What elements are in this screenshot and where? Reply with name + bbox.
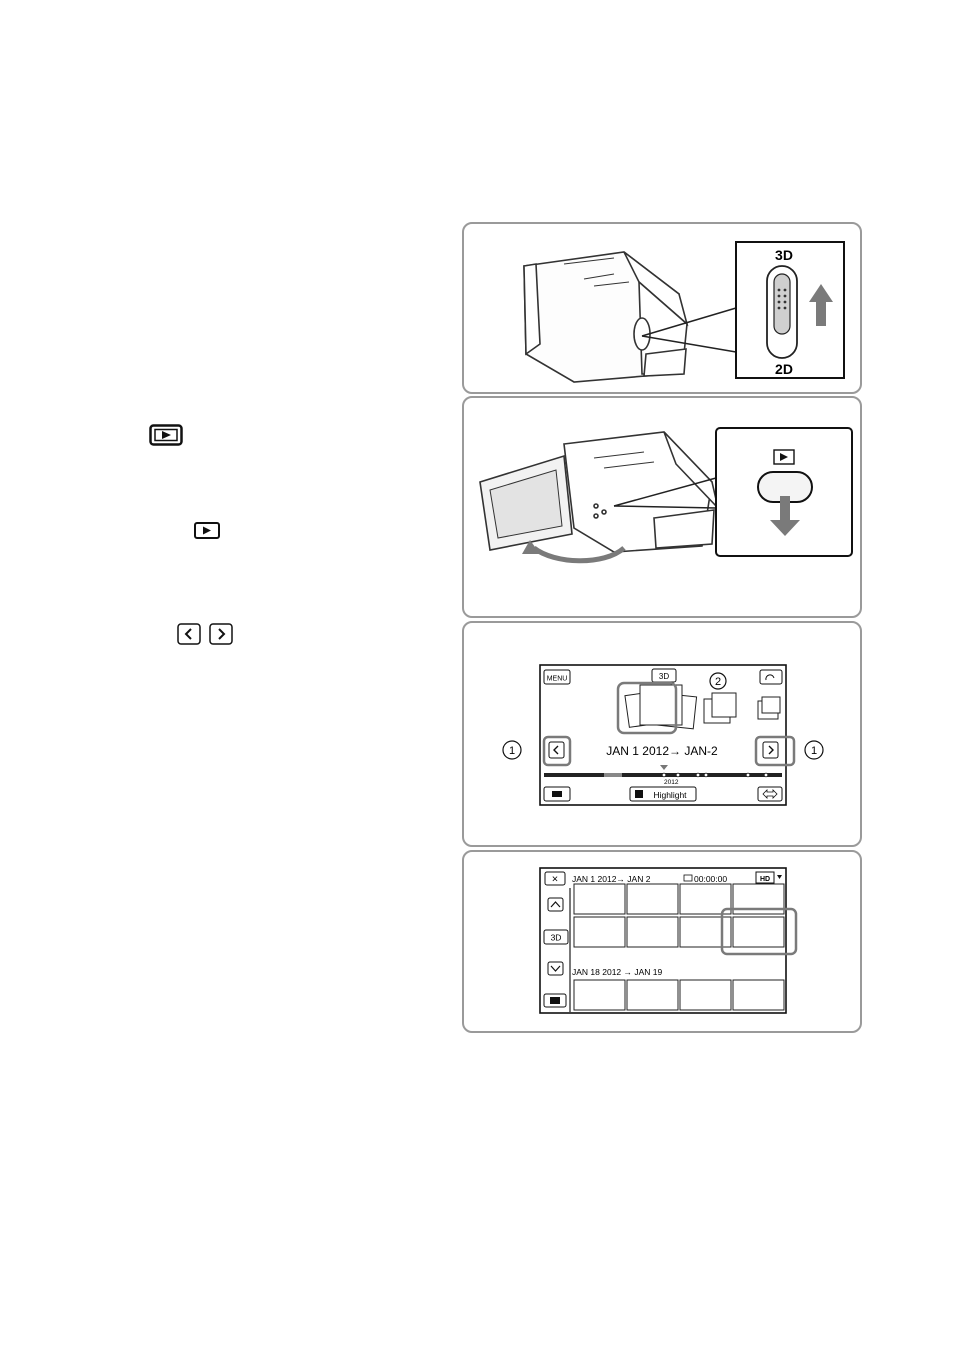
scroll-up-button[interactable]	[548, 898, 563, 911]
close-label: ×	[552, 874, 558, 886]
callout-2-label: 2	[715, 676, 721, 688]
highlight-label: Highlight	[653, 790, 687, 800]
playback-mode-button[interactable]	[544, 787, 570, 801]
quality-label: HD	[760, 876, 770, 883]
playback-mode-button-index[interactable]	[544, 994, 566, 1007]
play-button-icon	[149, 424, 183, 446]
switch-2d-label: 2D	[775, 361, 793, 377]
highlight-button[interactable]: Highlight	[630, 787, 696, 801]
step2-figure-panel	[462, 396, 862, 618]
scrollbar[interactable]	[569, 888, 571, 1012]
callout-2: 2	[710, 673, 726, 689]
camcorder-switch-illustration: 3D 2D	[464, 224, 862, 394]
3d-mode-label-index: 3D	[551, 933, 562, 943]
index-screen: × JAN 1 2012→ JAN 2 00:00:00 HD 3D	[464, 852, 862, 1033]
callout-1-left: 1	[503, 741, 521, 759]
callout-1-right-label: 1	[811, 745, 817, 757]
menu-button[interactable]: MENU	[544, 670, 570, 684]
group2-header: JAN 18 2012 → JAN 19	[572, 967, 663, 977]
timeline-year: 2012	[664, 779, 679, 786]
event-date-range: JAN 1 2012→ JAN-2	[606, 744, 718, 758]
step4-figure-panel: × JAN 1 2012→ JAN 2 00:00:00 HD 3D	[462, 850, 862, 1033]
3d-mode-button-index[interactable]: 3D	[544, 930, 568, 944]
next-arrow-icon	[209, 623, 233, 645]
film-icon	[684, 875, 692, 881]
close-button[interactable]: ×	[545, 872, 565, 886]
3d-mode-button[interactable]: 3D	[652, 669, 676, 682]
3d-mode-label: 3D	[659, 672, 669, 681]
callout-1-left-label: 1	[509, 745, 515, 757]
switch-3d-label: 3D	[775, 247, 793, 263]
event-view-screen: MENU 3D 2	[464, 623, 862, 847]
rotate-view-icon[interactable]	[760, 670, 782, 684]
camcorder-play-illustration	[464, 398, 862, 618]
switch-view-button[interactable]	[758, 787, 782, 801]
timecode: 00:00:00	[694, 874, 727, 884]
menu-button-label: MENU	[547, 676, 568, 683]
prev-arrow-icon	[177, 623, 201, 645]
group1-header: JAN 1 2012→ JAN 2	[572, 874, 651, 884]
step3-figure-panel: MENU 3D 2	[462, 621, 862, 847]
callout-1-right: 1	[805, 741, 823, 759]
play-button-icon-small	[194, 522, 220, 539]
step1-figure-panel: 3D 2D	[462, 222, 862, 394]
scroll-down-button[interactable]	[548, 962, 563, 975]
3d-2d-switch[interactable]	[767, 266, 797, 358]
